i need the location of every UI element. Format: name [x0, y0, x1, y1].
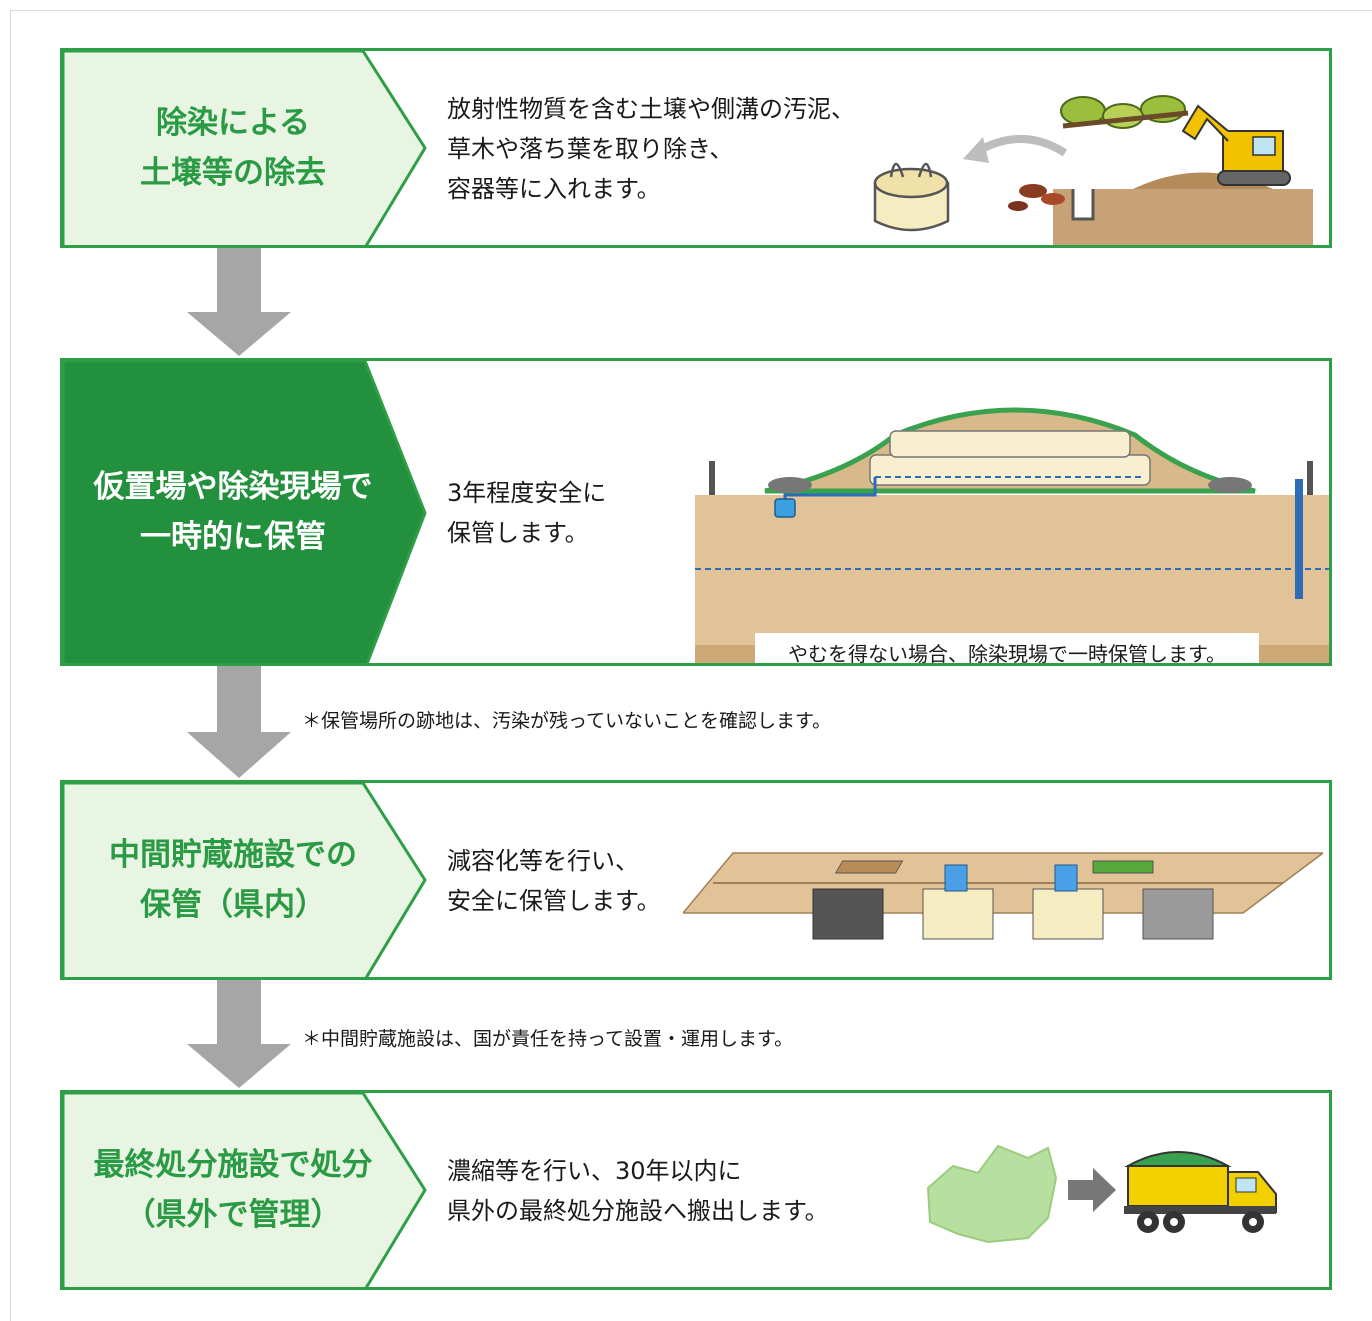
step-title-line: 保管（県内） — [140, 887, 326, 923]
final-disposal-illustration — [926, 1144, 1277, 1244]
removal-illustration — [873, 95, 1313, 245]
step-temporary-storage: 仮置場や除染現場で 一時的に保管 3年程度安全に 保管します。 — [60, 358, 1332, 666]
step-title: 最終処分施設で処分 （県外で管理） — [63, 1093, 403, 1287]
description-line: 放射性物質を含む土壌や側溝の汚泥、 — [447, 95, 855, 123]
description-line: 濃縮等を行い、30年以内に — [447, 1157, 742, 1185]
step-header-chevron — [63, 1093, 427, 1287]
step-title-line: 一時的に保管 — [140, 519, 326, 555]
step-header-chevron — [63, 361, 427, 663]
description-line: 減容化等を行い、 — [447, 847, 639, 875]
step-description: 3年程度安全に 保管します。 — [447, 473, 606, 553]
step-title-line: 最終処分施設で処分 — [93, 1147, 373, 1183]
step-description: 放射性物質を含む土壌や側溝の汚泥、 草木や落ち葉を取り除き、 容器等に入れます。 — [447, 89, 855, 209]
container-bag-icon — [873, 162, 950, 232]
step-title-line: 中間貯蔵施設での — [109, 837, 357, 873]
step-title: 中間貯蔵施設での 保管（県内） — [63, 783, 403, 977]
prefecture-map-icon — [926, 1144, 1058, 1244]
step-title: 仮置場や除染現場で 一時的に保管 — [63, 361, 403, 663]
step-header-chevron — [63, 783, 427, 977]
crane-icon — [944, 864, 1078, 892]
curved-arrow-icon — [976, 135, 1068, 157]
step-removal: 除染による 土壌等の除去 放射性物質を含む土壌や側溝の汚泥、 草木や落ち葉を取り… — [60, 48, 1332, 248]
step-title-line: 土壌等の除去 — [140, 155, 326, 191]
storage-caption: やむを得ない場合、除染現場で一時保管します。 — [755, 633, 1259, 663]
excavator-icon — [1181, 104, 1291, 186]
step-description: 濃縮等を行い、30年以内に 県外の最終処分施設へ搬出します。 — [447, 1151, 829, 1231]
storage-cells-icon — [812, 888, 1214, 940]
description-line: 安全に保管します。 — [447, 887, 661, 915]
flow-arrow — [187, 248, 291, 356]
soil-icon — [1053, 189, 1313, 245]
step-title-line: （県外で管理） — [124, 1197, 342, 1233]
step-title-line: 仮置場や除染現場で — [93, 469, 373, 505]
description-line: 容器等に入れます。 — [447, 175, 661, 203]
description-line: 県外の最終処分施設へ搬出します。 — [447, 1197, 829, 1225]
arrow-right-icon — [1068, 1168, 1116, 1212]
description-line: 保管します。 — [447, 519, 589, 547]
description-line: 3年程度安全に — [447, 479, 607, 507]
fallen-leaves-icon — [1008, 184, 1065, 211]
water-tank-icon — [774, 498, 796, 518]
flow-arrow — [187, 980, 291, 1088]
leaves-icon — [1060, 95, 1189, 129]
step-header-chevron — [63, 51, 427, 245]
description-line: 草木や落ち葉を取り除き、 — [447, 135, 734, 163]
step-final-disposal: 最終処分施設で処分 （県外で管理） 濃縮等を行い、30年以内に 県外の最終処分施… — [60, 1090, 1332, 1290]
diagram-frame — [10, 10, 1372, 1321]
truck-icon — [1124, 1151, 1277, 1233]
step-title: 除染による 土壌等の除去 — [63, 51, 403, 245]
note-text: ＊保管場所の跡地は、汚染が残っていないことを確認します。 — [302, 710, 832, 732]
monitoring-well-icon — [1295, 479, 1303, 599]
interim-facility-illustration — [683, 852, 1323, 940]
step-interim-storage: 中間貯蔵施設での 保管（県内） 減容化等を行い、 安全に保管します。 — [60, 780, 1332, 980]
step-title-line: 除染による — [155, 105, 311, 141]
step-description: 減容化等を行い、 安全に保管します。 — [447, 841, 661, 921]
storage-site-illustration: やむを得ない場合、除染現場で一時保管します。 — [695, 395, 1329, 663]
flow-arrow — [187, 666, 291, 778]
note-text: ＊中間貯蔵施設は、国が責任を持って設置・運用します。 — [302, 1028, 794, 1050]
